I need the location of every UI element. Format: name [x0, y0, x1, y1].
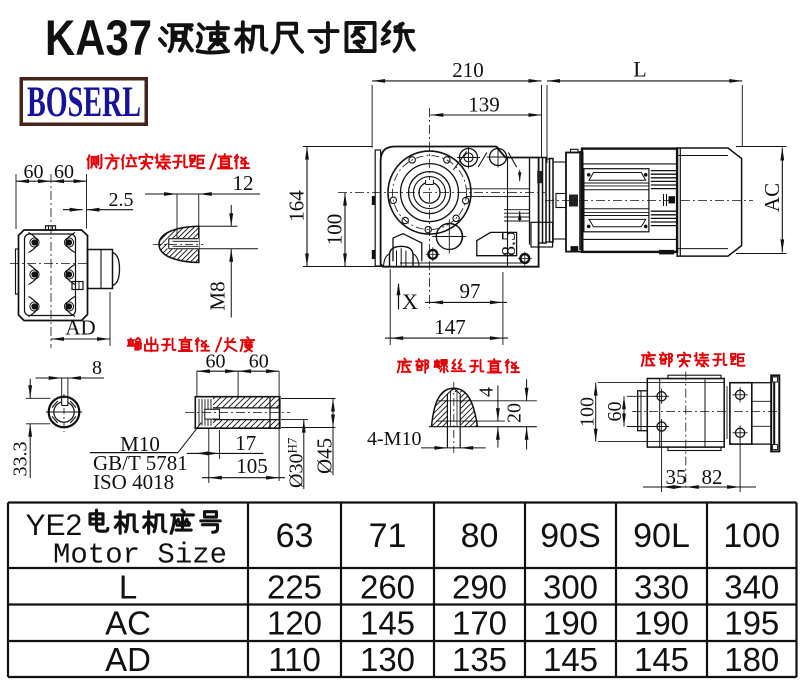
svg-text:71: 71	[369, 517, 407, 555]
svg-text:90S: 90S	[540, 517, 601, 555]
svg-text:AC: AC	[105, 605, 151, 642]
svg-text:8.5: 8.5	[498, 231, 520, 256]
svg-text:195: 195	[724, 605, 779, 642]
svg-text:60: 60	[206, 351, 226, 373]
svg-text:M8: M8	[206, 281, 230, 310]
svg-text:AD: AD	[65, 316, 95, 340]
svg-text:BOSERL: BOSERL	[27, 79, 141, 126]
svg-text:35: 35	[666, 465, 687, 489]
svg-text:225: 225	[267, 569, 322, 606]
svg-text:KA37: KA37	[45, 10, 152, 66]
svg-text:AD: AD	[105, 641, 151, 678]
svg-text:60: 60	[604, 402, 626, 422]
svg-text:145: 145	[634, 641, 689, 678]
svg-text:YE2: YE2	[26, 509, 83, 542]
svg-text:L: L	[633, 57, 646, 82]
svg-text:Ø45: Ø45	[313, 438, 337, 474]
svg-text:20: 20	[504, 403, 526, 423]
svg-text:ISO 4018: ISO 4018	[93, 470, 174, 494]
svg-text:130: 130	[360, 641, 415, 678]
svg-text:190: 190	[634, 605, 689, 642]
svg-text:80: 80	[461, 517, 499, 555]
svg-text:145: 145	[360, 605, 415, 642]
svg-text:L: L	[119, 569, 137, 606]
svg-text:4-M10: 4-M10	[367, 428, 421, 450]
svg-text:X: X	[402, 289, 418, 314]
svg-text:190: 190	[543, 605, 598, 642]
svg-text:260: 260	[360, 569, 415, 606]
svg-text:210: 210	[452, 58, 484, 82]
svg-text:135: 135	[452, 641, 507, 678]
svg-text:330: 330	[634, 569, 689, 606]
svg-text:120: 120	[267, 605, 322, 642]
svg-text:290: 290	[452, 569, 507, 606]
svg-text:60: 60	[54, 161, 74, 183]
svg-text:105: 105	[236, 454, 268, 478]
svg-text:AC: AC	[760, 183, 784, 212]
svg-text:60: 60	[24, 161, 44, 183]
svg-text:100: 100	[323, 214, 347, 246]
svg-text:33.3: 33.3	[10, 442, 32, 477]
svg-text:147: 147	[434, 315, 466, 339]
svg-text:164: 164	[285, 190, 309, 222]
svg-text:12: 12	[233, 171, 254, 195]
svg-text:63: 63	[276, 517, 314, 555]
svg-text:139: 139	[468, 93, 500, 117]
svg-text:340: 340	[724, 569, 779, 606]
svg-text:180: 180	[724, 641, 779, 678]
svg-text:170: 170	[452, 605, 507, 642]
svg-text:2.5: 2.5	[109, 189, 134, 211]
svg-text:90L: 90L	[633, 517, 690, 555]
svg-text:100: 100	[723, 517, 780, 555]
svg-text:82: 82	[702, 465, 723, 489]
svg-text:100: 100	[577, 397, 599, 427]
svg-text:8: 8	[92, 357, 102, 379]
svg-text:4: 4	[476, 387, 498, 397]
svg-text:145: 145	[543, 641, 598, 678]
svg-text:Motor Size: Motor Size	[53, 539, 227, 572]
svg-text:GB/T 5781: GB/T 5781	[93, 451, 188, 475]
svg-text:300: 300	[543, 569, 598, 606]
svg-text:60: 60	[249, 351, 269, 373]
svg-text:17: 17	[235, 431, 256, 455]
svg-text:97: 97	[460, 279, 481, 303]
svg-text:110: 110	[268, 641, 321, 678]
